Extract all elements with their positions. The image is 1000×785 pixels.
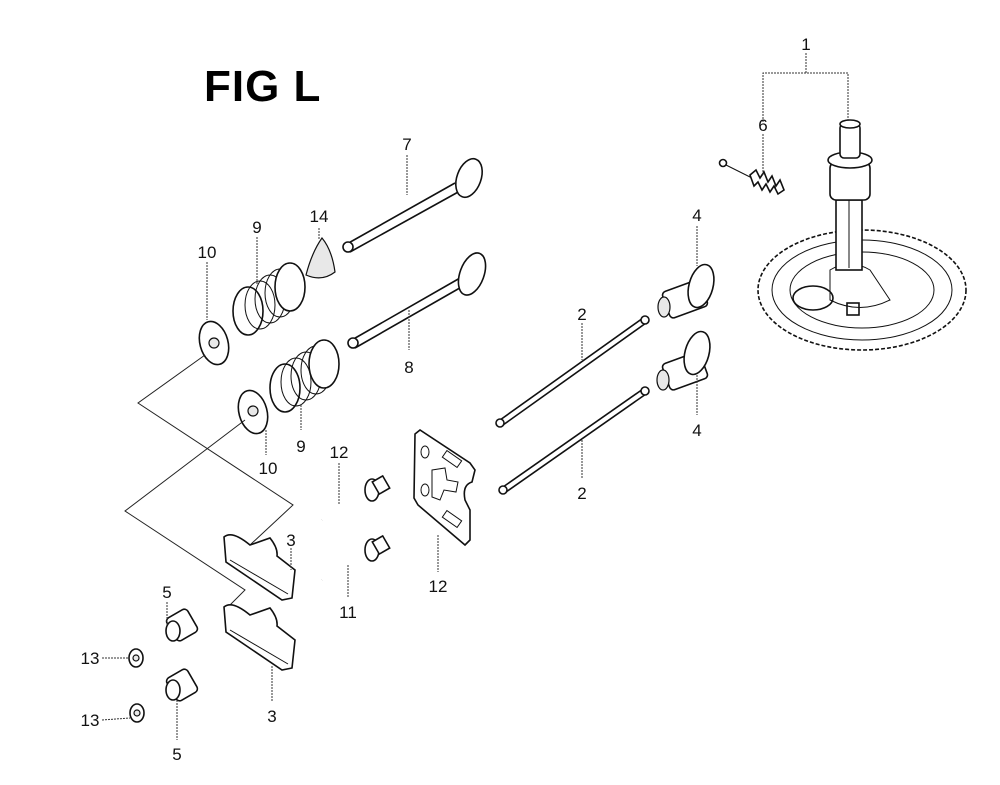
callout-6: 6: [758, 116, 767, 135]
push-rod-lower: [498, 386, 650, 495]
rocker-pivot-bolt-lower: [320, 534, 391, 582]
callout-9-lower: 9: [296, 437, 305, 456]
valve-spring-retainer-upper: [198, 320, 230, 366]
callout-13-lower: 13: [81, 711, 100, 730]
valve-spring-lower: [269, 339, 340, 413]
rocker-arm-lower: [223, 604, 296, 671]
rocker-arm-upper: [223, 534, 296, 601]
callout-2-upper: 2: [577, 305, 586, 324]
camshaft: [827, 119, 873, 271]
callout-5-lower: 5: [172, 745, 181, 764]
tappet-lower: [656, 330, 711, 391]
bracket-1: [762, 72, 849, 122]
callout-3-upper: 3: [286, 531, 295, 550]
pivot-upper: [165, 608, 199, 642]
callout-8: 8: [404, 358, 413, 377]
valve-inlet: [342, 157, 483, 253]
callout-5-upper: 5: [162, 583, 171, 602]
push-rod-upper: [495, 315, 650, 428]
callout-12-upper: 12: [330, 443, 349, 462]
callout-1: 1: [801, 35, 810, 54]
callout-4-lower: 4: [692, 421, 701, 440]
decompressor-spring: [718, 158, 785, 196]
valve-stem-seal: [305, 237, 336, 279]
callout-12-lower: 11: [339, 603, 357, 622]
valve-exhaust: [347, 252, 487, 349]
callout-3-lower: 3: [267, 707, 276, 726]
nut-lower: [129, 703, 145, 723]
nut-upper: [128, 648, 144, 668]
callout-2-lower: 2: [577, 484, 586, 503]
callout-10-lower: 10: [259, 459, 278, 478]
callout-14: 14: [310, 207, 329, 226]
valve-spring-retainer-lower: [237, 389, 269, 435]
assembly-guide-lower: [124, 419, 246, 611]
push-rod-guide-plate: [413, 429, 476, 547]
callout-4-upper: 4: [692, 206, 701, 225]
callout-10-upper: 10: [198, 243, 217, 262]
callout-9-upper: 9: [252, 218, 261, 237]
callout-7: 7: [402, 135, 411, 154]
callout-13-upper: 13: [81, 649, 100, 668]
callout-11: 12: [429, 577, 448, 596]
rocker-pivot-bolt-upper: [320, 474, 391, 522]
assembly-guide-upper: [137, 354, 294, 546]
tappet-upper: [657, 263, 715, 319]
valve-spring-upper: [232, 262, 306, 336]
figure-title: FIG L: [204, 62, 322, 111]
pivot-lower: [165, 668, 199, 702]
